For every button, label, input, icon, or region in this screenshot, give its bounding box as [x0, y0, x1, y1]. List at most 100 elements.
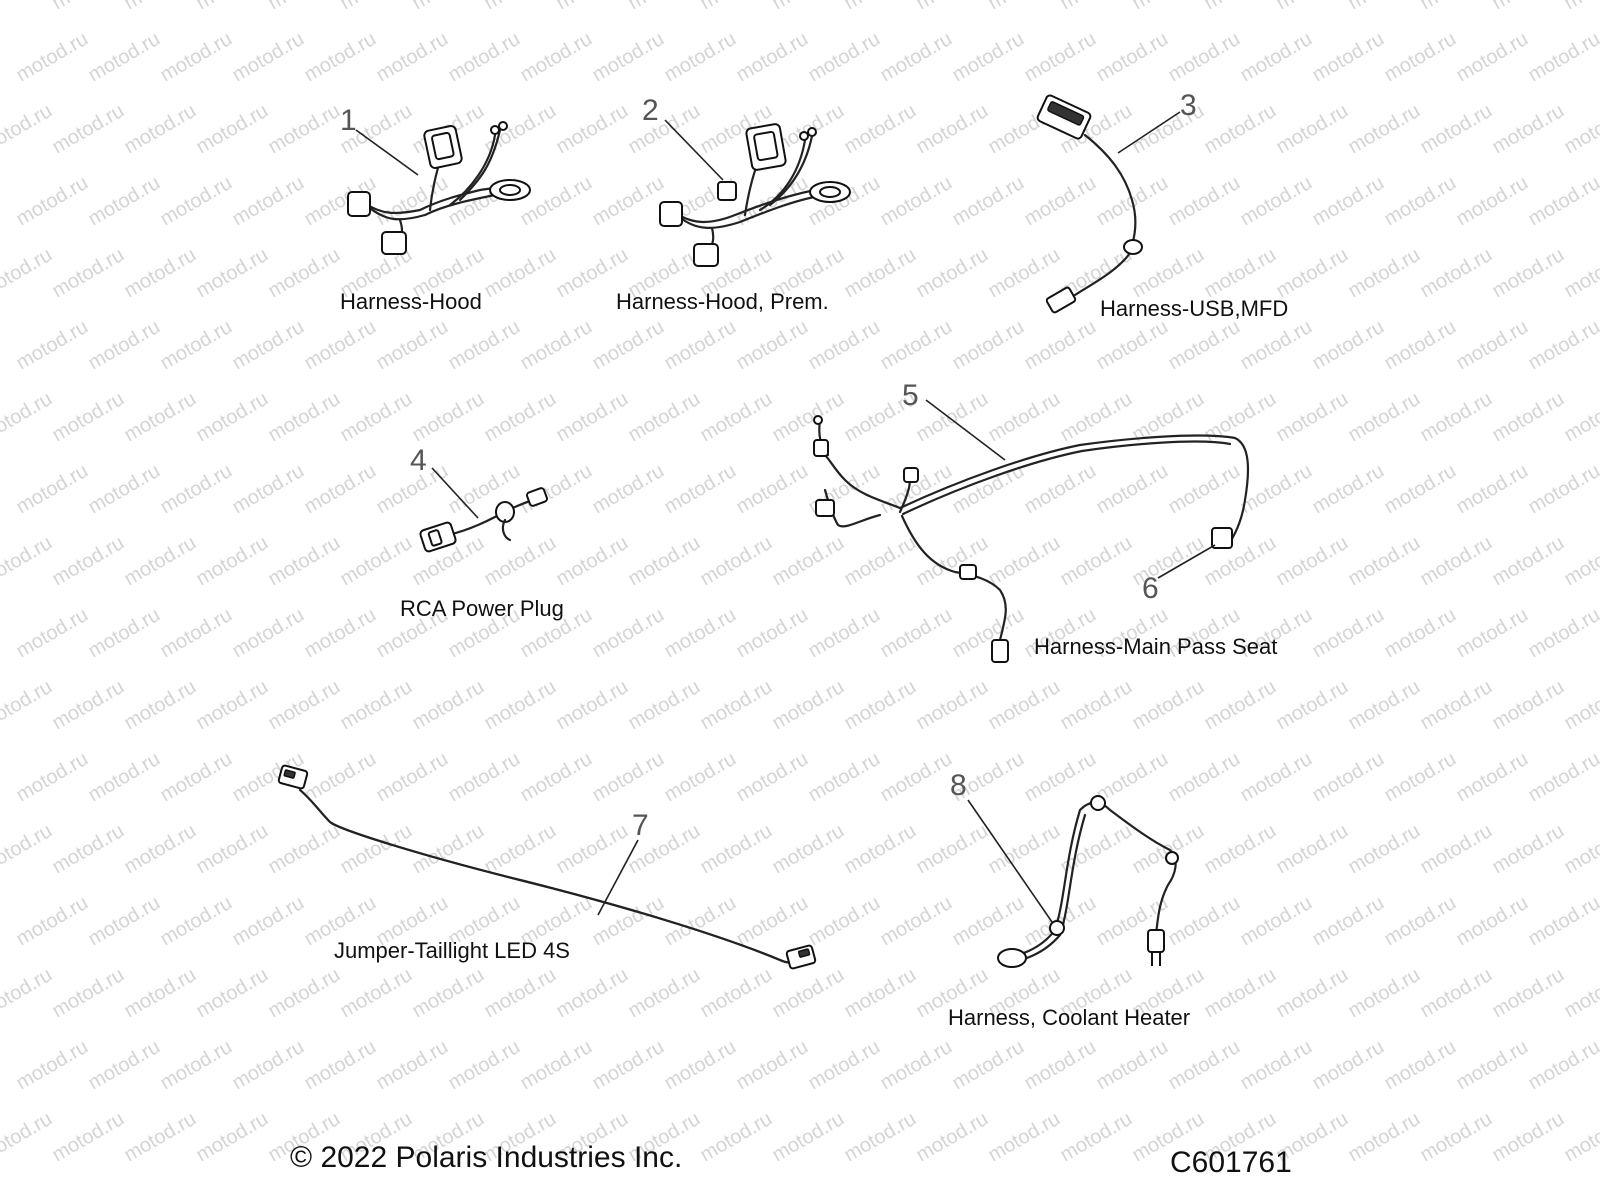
watermark-text: motod.ru — [0, 676, 56, 735]
watermark-text: motod.ru — [1381, 748, 1460, 807]
watermark-text: motod.ru — [1489, 100, 1568, 159]
watermark-text: motod.ru — [1453, 604, 1532, 663]
watermark-text: motod.ru — [1489, 964, 1568, 1023]
watermark-text: motod.ru — [49, 676, 128, 735]
watermark-text: motod.ru — [949, 316, 1028, 375]
watermark-text: motod.ru — [1525, 28, 1600, 87]
watermark-text: motod.ru — [589, 28, 668, 87]
watermark-text: motod.ru — [1165, 1036, 1244, 1095]
watermark-text: motod.ru — [121, 964, 200, 1023]
part-5-harness-main-pass-seat[interactable] — [813, 399, 1250, 663]
watermark-text: motod.ru — [373, 1036, 452, 1095]
callout-2: 2 — [642, 94, 659, 127]
watermark-text: motod.ru — [877, 172, 956, 231]
watermark-text: motod.ru — [85, 28, 164, 87]
watermark-text: motod.ru — [985, 532, 1064, 591]
watermark-text: motod.ru — [1273, 244, 1352, 303]
watermark-text: motod.ru — [1489, 388, 1568, 447]
watermark-text: motod.ru — [301, 28, 380, 87]
watermark-text: motod.ru — [229, 604, 308, 663]
watermark-text: motod.ru — [373, 316, 452, 375]
watermark-text: motod.ru — [1525, 172, 1600, 231]
watermark-text: motod.ru — [1093, 316, 1172, 375]
watermark-text: motod.ru — [337, 964, 416, 1023]
watermark-text: motod.ru — [517, 28, 596, 87]
watermark-text: motod.ru — [589, 1036, 668, 1095]
watermark-text: motod.ru — [949, 604, 1028, 663]
watermark-text: motod.ru — [1201, 820, 1280, 879]
watermark-text: motod.ru — [1093, 1036, 1172, 1095]
watermark-text: motod.ru — [1345, 0, 1424, 14]
watermark-text: motod.ru — [265, 100, 344, 159]
watermark-text: motod.ru — [121, 532, 200, 591]
watermark-text: motod.ru — [913, 100, 992, 159]
watermark-layer: motod.rumotod.rumotod.rumotod.rumotod.ru… — [0, 0, 1600, 1166]
watermark-text: motod.ru — [121, 676, 200, 735]
watermark-text: motod.ru — [0, 100, 56, 159]
watermark-text: motod.ru — [697, 820, 776, 879]
watermark-text: motod.ru — [13, 28, 92, 87]
watermark-text: motod.ru — [1273, 388, 1352, 447]
watermark-text: motod.ru — [193, 1108, 272, 1167]
watermark-text: motod.ru — [265, 676, 344, 735]
watermark-text: motod.ru — [589, 748, 668, 807]
watermark-text: motod.ru — [13, 892, 92, 951]
label-rca-power-plug: RCA Power Plug — [400, 596, 564, 621]
watermark-text: motod.ru — [1273, 820, 1352, 879]
watermark-text: motod.ru — [805, 604, 884, 663]
watermark-text: motod.ru — [1237, 172, 1316, 231]
label-harness-hood: Harness-Hood — [340, 289, 482, 314]
label-jumper-taillight: Jumper-Taillight LED 4S — [334, 938, 570, 963]
watermark-text: motod.ru — [445, 316, 524, 375]
watermark-text: motod.ru — [229, 172, 308, 231]
watermark-text: motod.ru — [1525, 316, 1600, 375]
watermark-text: motod.ru — [121, 388, 200, 447]
watermark-text: motod.ru — [697, 676, 776, 735]
watermark-text: motod.ru — [49, 532, 128, 591]
part-4-rca-power-plug[interactable] — [419, 467, 549, 553]
watermark-text: motod.ru — [193, 964, 272, 1023]
watermark-text: motod.ru — [733, 1036, 812, 1095]
part-2-harness-hood-prem[interactable] — [659, 119, 851, 267]
watermark-text: motod.ru — [121, 244, 200, 303]
watermark-text: motod.ru — [0, 820, 56, 879]
watermark-text: motod.ru — [1057, 0, 1136, 14]
callout-1: 1 — [340, 104, 357, 137]
watermark-text: motod.ru — [157, 172, 236, 231]
watermark-text: motod.ru — [913, 1108, 992, 1167]
watermark-text: motod.ru — [805, 172, 884, 231]
watermark-text: motod.ru — [1021, 28, 1100, 87]
watermark-text: motod.ru — [517, 748, 596, 807]
watermark-text: motod.ru — [553, 820, 632, 879]
watermark-text: motod.ru — [1417, 100, 1496, 159]
watermark-text: motod.ru — [1345, 676, 1424, 735]
watermark-text: motod.ru — [1237, 28, 1316, 87]
watermark-text: motod.ru — [337, 676, 416, 735]
watermark-text: motod.ru — [1273, 676, 1352, 735]
part-1-harness-hood[interactable] — [347, 121, 531, 255]
watermark-text: motod.ru — [445, 28, 524, 87]
watermark-text: motod.ru — [949, 28, 1028, 87]
watermark-text: motod.ru — [1453, 28, 1532, 87]
watermark-text: motod.ru — [1021, 1036, 1100, 1095]
watermark-text: motod.ru — [1057, 388, 1136, 447]
watermark-text: motod.ru — [265, 964, 344, 1023]
label-harness-usb-mfd: Harness-USB,MFD — [1100, 296, 1288, 321]
part-7-jumper-taillight[interactable] — [277, 764, 817, 970]
watermark-text: motod.ru — [553, 0, 632, 14]
watermark-text: motod.ru — [1201, 0, 1280, 14]
watermark-text: motod.ru — [805, 28, 884, 87]
watermark-text: motod.ru — [49, 820, 128, 879]
watermark-text: motod.ru — [301, 1036, 380, 1095]
part-8-harness-coolant-heater[interactable] — [967, 795, 1179, 968]
watermark-text: motod.ru — [805, 748, 884, 807]
watermark-text: motod.ru — [445, 1036, 524, 1095]
watermark-text: motod.ru — [85, 316, 164, 375]
part-3-harness-usb-mfd[interactable] — [1036, 94, 1181, 314]
watermark-text: motod.ru — [1345, 532, 1424, 591]
part-6-connector-callout[interactable] — [1157, 544, 1216, 579]
watermark-text: motod.ru — [877, 28, 956, 87]
watermark-text: motod.ru — [949, 892, 1028, 951]
watermark-text: motod.ru — [1165, 316, 1244, 375]
watermark-text: motod.ru — [481, 244, 560, 303]
